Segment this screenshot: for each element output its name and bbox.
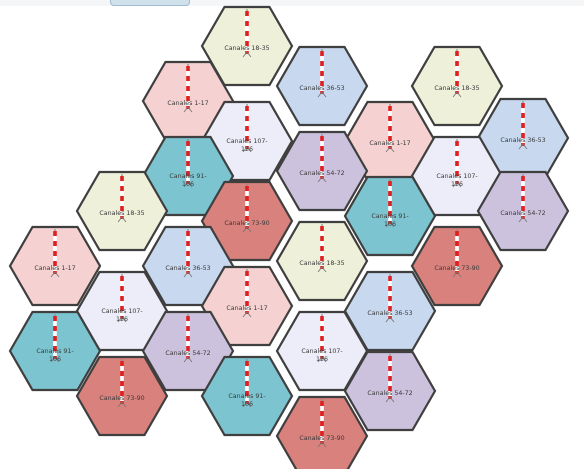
antenna-tower-icon: [242, 184, 252, 233]
antenna-tower-icon: [317, 314, 327, 363]
cell-channel-label: Canales 1-17: [226, 305, 267, 312]
hex-cell: Canales 54-72: [275, 130, 369, 212]
cell-channel-label: Canales 107-126: [226, 138, 267, 153]
antenna-tower-icon: [385, 274, 395, 323]
antenna-tower-icon: [242, 9, 252, 58]
cell-channel-label: Canales 73-90: [224, 220, 269, 227]
cell-channel-label: Canales 1-17: [34, 265, 75, 272]
antenna-tower-icon: [117, 359, 127, 408]
hex-cell: Canales 91-106: [200, 355, 294, 437]
hex-cell: Canales 73-90: [275, 395, 369, 469]
hex-cell: Canales 18-35: [410, 45, 504, 127]
antenna-tower-icon: [242, 269, 252, 318]
cell-channel-label: Canales 54-72: [299, 170, 344, 177]
cell-channel-label: Canales 18-35: [224, 45, 269, 52]
cell-channel-label: Canales 1-17: [369, 140, 410, 147]
hex-cell: Canales 18-35: [75, 170, 169, 252]
cell-channel-label: Canales 91-106: [169, 173, 206, 188]
cell-channel-label: Canales 36-53: [165, 265, 210, 272]
antenna-tower-icon: [385, 354, 395, 403]
antenna-tower-icon: [183, 314, 193, 363]
antenna-tower-icon: [317, 49, 327, 98]
antenna-tower-icon: [518, 174, 528, 223]
hex-cell: Canales 73-90: [200, 180, 294, 262]
hex-cell: Canales 54-72: [343, 350, 437, 432]
hex-cell: Canales 107-126: [200, 100, 294, 182]
hex-cell: Canales 91-106: [343, 175, 437, 257]
antenna-tower-icon: [50, 314, 60, 363]
cell-channel-label: Canales 73-90: [299, 435, 344, 442]
toolbar-tab[interactable]: [110, 0, 190, 6]
cell-channel-label: Canales 91-106: [36, 348, 73, 363]
antenna-tower-icon: [183, 64, 193, 113]
antenna-tower-icon: [50, 229, 60, 278]
cell-channel-label: Canales 91-106: [371, 213, 408, 228]
cell-channel-label: Canales 107-126: [301, 348, 342, 363]
antenna-tower-icon: [242, 104, 252, 153]
cell-channel-label: Canales 54-72: [367, 390, 412, 397]
antenna-tower-icon: [317, 224, 327, 273]
antenna-tower-icon: [452, 49, 462, 98]
cell-channel-label: Canales 18-35: [299, 260, 344, 267]
hex-cell: Canales 73-90: [75, 355, 169, 437]
cell-channel-label: Canales 36-53: [299, 85, 344, 92]
cell-channel-label: Canales 107-126: [436, 173, 477, 188]
hex-cell: Canales 91-106: [8, 310, 102, 392]
antenna-tower-icon: [317, 134, 327, 183]
cell-channel-label: Canales 18-35: [434, 85, 479, 92]
hex-cell: Canales 18-35: [275, 220, 369, 302]
antenna-tower-icon: [452, 139, 462, 188]
hex-cell: Canales 1-17: [141, 60, 235, 142]
cell-channel-label: Canales 1-17: [167, 100, 208, 107]
cell-channel-label: Canales 54-72: [500, 210, 545, 217]
antenna-tower-icon: [518, 101, 528, 150]
hex-cell: Canales 36-53: [275, 45, 369, 127]
hex-cell: Canales 107-126: [275, 310, 369, 392]
hex-cell: Canales 1-17: [200, 265, 294, 347]
cell-channel-label: Canales 91-106: [228, 393, 265, 408]
hex-cell: Canales 73-90: [410, 225, 504, 307]
hex-cell: Canales 54-72: [476, 170, 570, 252]
top-toolbar-strip: [0, 0, 584, 6]
cell-channel-label: Canales 73-90: [99, 395, 144, 402]
antenna-tower-icon: [317, 399, 327, 448]
cell-channel-label: Canales 36-53: [367, 310, 412, 317]
cell-channel-label: Canales 54-72: [165, 350, 210, 357]
hex-cell: Canales 1-17: [8, 225, 102, 307]
cell-channel-label: Canales 73-90: [434, 265, 479, 272]
antenna-tower-icon: [117, 174, 127, 223]
hex-cell: Canales 18-35: [200, 5, 294, 87]
antenna-tower-icon: [385, 104, 395, 153]
cell-channel-label: Canales 107-126: [101, 308, 142, 323]
antenna-tower-icon: [452, 229, 462, 278]
antenna-tower-icon: [183, 139, 193, 188]
antenna-tower-icon: [183, 229, 193, 278]
cell-channel-label: Canales 36-53: [500, 137, 545, 144]
antenna-tower-icon: [385, 179, 395, 228]
antenna-tower-icon: [117, 274, 127, 323]
cell-channel-label: Canales 18-35: [99, 210, 144, 217]
antenna-tower-icon: [242, 359, 252, 408]
